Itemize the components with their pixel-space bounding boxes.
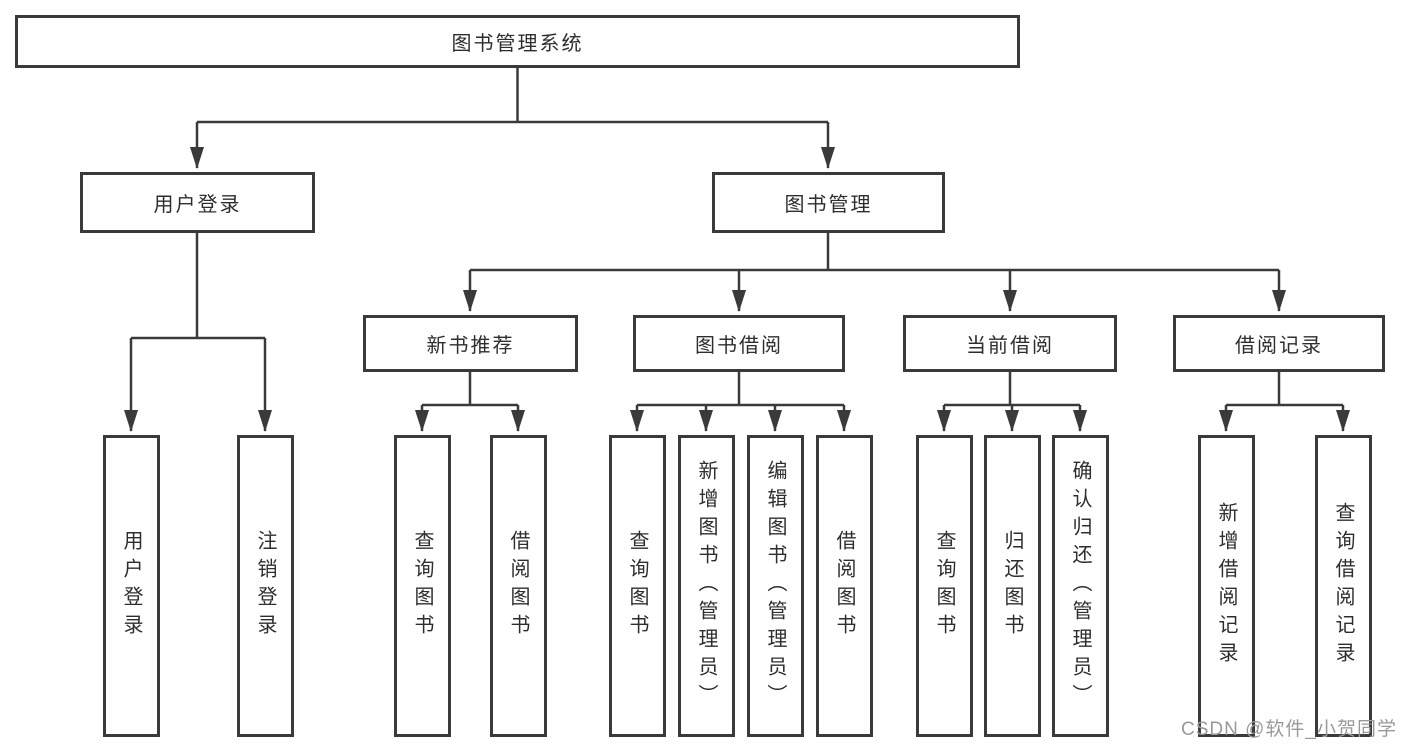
connector-recommend-children [415,372,525,432]
node-book-borrow-label: 图书借阅 [695,335,783,357]
leaf-add-books-admin-label: 新增图书（管理员） [695,460,717,712]
leaf-add-borrow-record: 新增借阅记录 [1197,435,1255,737]
node-new-book-recommend-label: 新书推荐 [426,335,515,357]
leaf-logout-label: 注销登录 [254,530,276,642]
connector-root-to-level2 [190,68,835,169]
leaf-add-borrow-record-label: 新增借阅记录 [1215,502,1237,670]
leaf-recommend-query-books: 查询图书 [393,435,451,737]
leaf-edit-books-admin-label: 编辑图书（管理员） [764,460,786,712]
node-current-borrow: 当前借阅 [903,315,1117,372]
leaf-query-borrow-record: 查询借阅记录 [1314,435,1372,737]
node-system-root: 图书管理系统 [15,15,1020,68]
node-borrow-records: 借阅记录 [1173,315,1385,372]
node-book-management: 图书管理 [712,172,945,233]
node-book-management-label: 图书管理 [784,194,873,216]
leaf-borrow-books: 借阅图书 [815,435,873,737]
node-current-borrow-label: 当前借阅 [966,335,1054,357]
leaf-current-query-books-label: 查询图书 [933,530,955,642]
leaf-logout: 注销登录 [236,435,294,737]
leaf-borrow-query-books-label: 查询图书 [626,530,648,642]
leaf-borrow-books-label: 借阅图书 [833,530,855,642]
leaf-edit-books-admin: 编辑图书（管理员） [746,435,804,737]
leaf-recommend-query-books-label: 查询图书 [411,530,433,642]
leaf-return-books-label: 归还图书 [1001,530,1023,642]
node-borrow-records-label: 借阅记录 [1235,335,1323,357]
node-book-borrow: 图书借阅 [633,315,845,372]
leaf-current-query-books: 查询图书 [915,435,973,737]
connector-records-children [1219,372,1350,432]
leaf-add-books-admin: 新增图书（管理员） [677,435,735,737]
leaf-confirm-return-admin: 确认归还（管理员） [1051,435,1109,737]
leaf-return-books: 归还图书 [983,435,1041,737]
node-user-login: 用户登录 [80,172,315,233]
connector-current-borrow-children [937,372,1087,432]
connector-borrow-children [630,372,851,432]
node-new-book-recommend: 新书推荐 [363,315,578,372]
node-user-login-label: 用户登录 [153,194,242,216]
csdn-watermark: CSDN @软件_小贺同学 [1181,719,1397,740]
leaf-recommend-borrow-books-label: 借阅图书 [507,530,529,642]
leaf-recommend-borrow-books: 借阅图书 [489,435,547,737]
leaf-borrow-query-books: 查询图书 [608,435,666,737]
node-system-root-label: 图书管理系统 [451,33,584,55]
leaf-confirm-return-admin-label: 确认归还（管理员） [1069,460,1091,712]
leaf-user-login-label: 用户登录 [120,530,142,642]
leaf-user-login: 用户登录 [102,435,160,737]
leaf-query-borrow-record-label: 查询借阅记录 [1332,502,1354,670]
connector-book-management-children [463,233,1286,312]
connector-user-login-children [124,233,272,432]
